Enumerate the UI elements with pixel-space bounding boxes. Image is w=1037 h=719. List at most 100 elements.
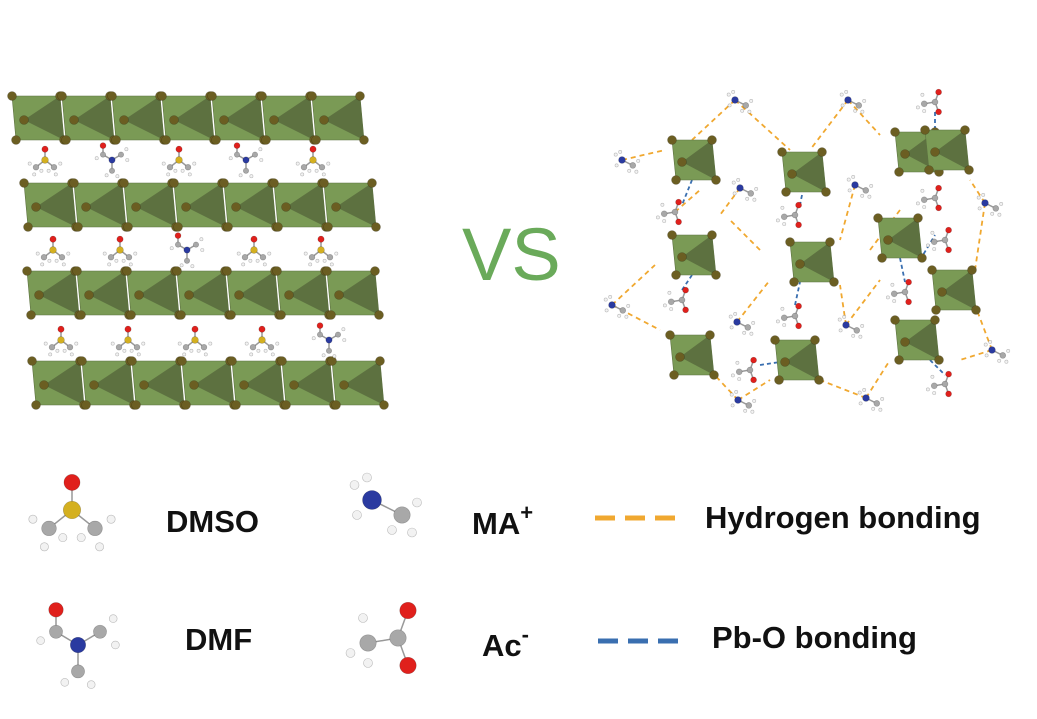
oxygen-atom (399, 601, 417, 620)
octahedra-layer (7, 91, 369, 145)
sulfur-atom (116, 246, 124, 254)
octahedron-shade (194, 361, 234, 405)
iodide-vertex (189, 380, 199, 390)
hydrogen-atom (48, 352, 53, 357)
hydrogen-atom (842, 314, 847, 319)
oxygen-atom (258, 325, 266, 333)
iodide-vertex (169, 178, 179, 188)
ma-cation (857, 387, 885, 412)
hydrogen-atom (922, 205, 927, 209)
hydrogen-atom (114, 258, 119, 263)
carbon-atom (93, 624, 107, 639)
iodide-vertex (269, 178, 279, 188)
iodide-vertex (780, 357, 790, 367)
carbon-atom (184, 164, 192, 171)
hydrogen-atom (627, 168, 632, 173)
pbo-bond-line (681, 274, 693, 291)
hydrogen-atom (249, 174, 254, 179)
iodide-vertex (667, 135, 677, 145)
oxygen-atom (935, 108, 942, 116)
hydrogen-atom (303, 251, 308, 256)
dmso-molecule (28, 474, 116, 552)
hydrogen-atom (752, 398, 757, 403)
carbon-atom (318, 164, 326, 171)
iodide-vertex (825, 237, 835, 247)
iodide-vertex (379, 400, 389, 410)
oxygen-atom (57, 325, 65, 333)
ma-cation (983, 339, 1011, 364)
hydrogen-atom (115, 174, 120, 179)
hydrogen-atom (321, 353, 326, 358)
hydrogen-atom (362, 472, 372, 483)
hydrogen-bond-line (839, 184, 856, 241)
iodide-vertex (276, 310, 286, 320)
iodide-vertex (810, 335, 820, 345)
oxygen-atom (935, 184, 942, 192)
iodide-vertex (375, 356, 385, 366)
hydrogen-atom (669, 307, 674, 311)
hydrogen-atom (780, 205, 785, 210)
dmso-molecule (295, 145, 331, 177)
octahedron-shade (294, 361, 334, 405)
iodide-vertex (207, 91, 217, 101)
iodide-vertex (34, 290, 44, 300)
legend-ma-label: MA+ (472, 500, 533, 542)
carbon-atom (862, 187, 870, 194)
hydrogen-atom (851, 174, 856, 179)
hydrogen-atom (125, 158, 130, 162)
acetate-anion (915, 184, 942, 212)
hydrogen-atom (259, 158, 264, 162)
sulfur-atom (191, 336, 199, 344)
hydrogen-bond-line (729, 219, 761, 251)
ma-cation (731, 177, 759, 202)
dmf-molecule (36, 602, 120, 689)
oxygen-atom (675, 218, 682, 226)
iodide-vertex (367, 178, 377, 188)
iodide-vertex (964, 165, 974, 175)
octahedron-shade (39, 271, 79, 315)
hydrogen-atom (352, 510, 362, 520)
octahedron-shade (274, 96, 314, 140)
nitrogen-atom (242, 156, 250, 164)
iodide-vertex (677, 252, 687, 262)
hydrogen-atom (43, 341, 48, 346)
carbon-atom (999, 352, 1007, 359)
carbon-atom (855, 102, 863, 109)
hydrogen-atom (236, 251, 241, 256)
pbi6-octahedron (227, 356, 289, 410)
dmso-molecule (177, 325, 213, 357)
oxygen-atom (945, 390, 952, 398)
hydrogen-atom (311, 336, 316, 341)
sulfur-atom (317, 246, 325, 254)
hydrogen-atom (314, 168, 319, 173)
hydrogen-bond-line (974, 202, 986, 271)
iodide-vertex (39, 380, 49, 390)
carbon-atom (267, 344, 275, 351)
iodide-vertex (894, 355, 904, 365)
carbon-atom (941, 236, 949, 244)
ma-charge: + (520, 500, 534, 525)
hydrogen-atom (838, 328, 843, 333)
dmso-molecule (110, 325, 146, 357)
hydrogen-atom (847, 188, 852, 193)
hydrogen-atom (858, 334, 863, 339)
hydrogen-atom (729, 392, 734, 397)
hydrogen-atom (890, 282, 895, 287)
ma-cation (839, 89, 867, 114)
iodide-vertex (284, 290, 294, 300)
hydrogen-atom (613, 152, 618, 157)
iodide-vertex (971, 305, 981, 315)
nitrogen-atom (608, 301, 616, 309)
iodide-vertex (72, 266, 82, 276)
hydrogen-atom (844, 89, 849, 94)
hydrogen-atom (728, 314, 733, 319)
iodide-vertex (785, 237, 795, 247)
hydrogen-atom (177, 341, 182, 346)
iodide-vertex (281, 400, 291, 410)
iodide-vertex (26, 310, 36, 320)
sulfur-atom (57, 336, 65, 344)
hydrogen-atom (775, 218, 780, 223)
iodide-vertex (177, 356, 187, 366)
iodide-vertex (890, 315, 900, 325)
hydrogen-atom (189, 348, 194, 353)
